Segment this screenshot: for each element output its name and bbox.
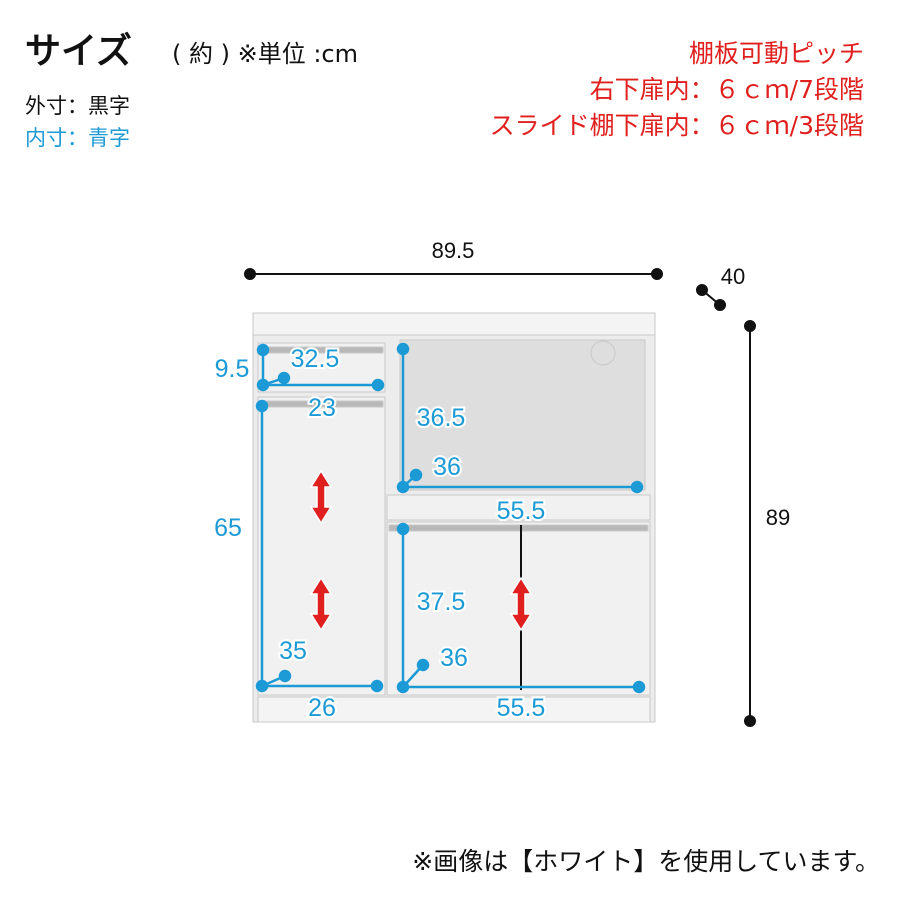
outer-width-label: 89.5 [432, 238, 475, 263]
lower-right-width-label: 55.5 [497, 694, 546, 722]
page-title: サイズ [25, 31, 132, 72]
open-shelf-height-label: 36.5 [417, 404, 466, 432]
outer-depth-label: 40 [721, 264, 745, 289]
unit-note: ( 約 ) ※単位 :cm [172, 40, 359, 68]
inner-legend: 内寸：青字 [25, 126, 130, 150]
left-door-height-label: 65 [214, 514, 242, 542]
lower-right-height-label: 37.5 [417, 588, 466, 616]
open-shelf-width-label: 55.5 [497, 497, 546, 525]
adjustable-shelf-arrow-icon [309, 469, 333, 525]
left-door-width-label: 26 [308, 694, 336, 722]
shelf-note-title: 棚板可動ピッチ [688, 39, 864, 68]
outer-dimensions [244, 268, 756, 727]
open-shelf-depth-label: 36 [433, 453, 461, 481]
adjustable-shelf-arrow-icon [309, 576, 333, 632]
shelf-note-right-door: 右下扉内：６ｃｍ/7段階 [589, 75, 864, 104]
shelf-note-slide-door: スライド棚下扉内：６ｃｍ/3段階 [489, 111, 864, 140]
footer-note: ※画像は【ホワイト】を使用しています。 [412, 847, 880, 876]
outer-height-label: 89 [766, 505, 790, 530]
left-door-depth-label: 35 [279, 637, 307, 665]
drawer-depth-label: 32.5 [291, 345, 340, 373]
inner-dimension-lines [255, 342, 646, 694]
adjustable-shelf-arrow-icon [509, 576, 533, 632]
drawer-width-label: 23 [308, 394, 336, 422]
drawer-height-label: 9.5 [215, 355, 250, 383]
lower-right-depth-label: 36 [440, 644, 468, 672]
outer-legend: 外寸：黒字 [25, 94, 130, 118]
